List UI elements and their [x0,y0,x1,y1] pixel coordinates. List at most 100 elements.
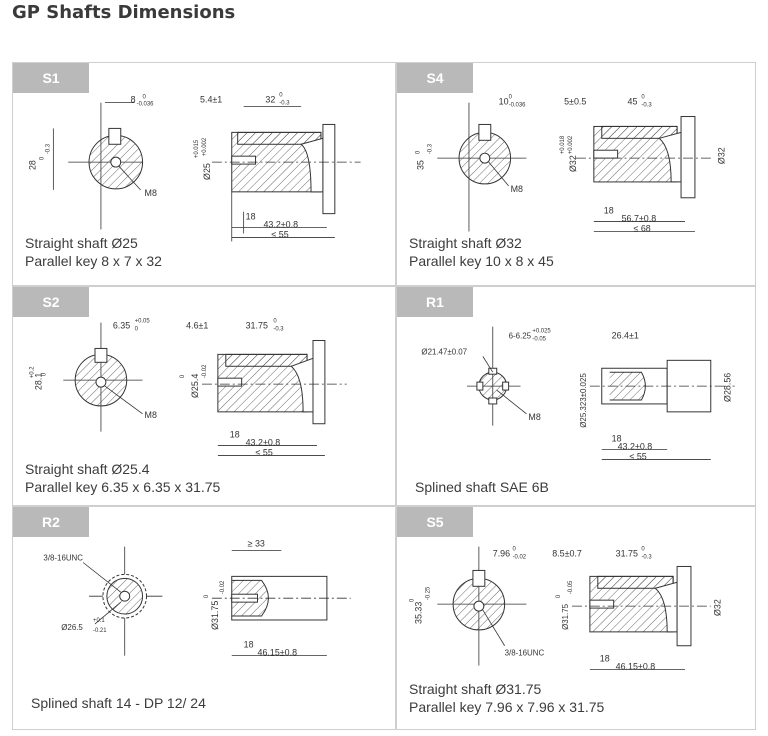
height-label: 28 [28,160,38,170]
diameter-tol: +0.018 [560,135,566,154]
shaft-drawing: M8 10 0 -0.036 35 0 -0.3 5±0.5 45 0 -0.3… [415,95,727,234]
dim-max: ≤ 68 [633,223,650,233]
diameter-label: Ø25 [202,163,212,180]
key-length-label: 31.75 [246,321,268,331]
key-width-tol: +0.05 [135,319,151,325]
thread-label: 3/8-16UNC [43,554,83,563]
thread-label: M8 [511,184,523,194]
spline-od-tol: +0.1 [93,618,105,624]
key-width-tol2: -0.05 [532,337,546,343]
step-label: 4.6±1 [186,321,208,331]
step-label: 5±0.5 [564,97,586,107]
diameter-label: Ø25.4 [190,374,200,398]
diameter-label: Ø31.75 [561,603,570,630]
dim-18: 18 [600,654,610,664]
panel-s4: S4 M8 10 0 -0.036 35 0 -0.3 5±0.5 45 0 -… [396,62,756,286]
dim-18: 18 [604,206,614,216]
dim-length: 43.2±0.8 [618,442,653,452]
panel-r2: R2 3/8-16UNC Ø26.5 +0.1 -0.21 ≥ 33 Ø31.7… [12,506,396,730]
key-width-tol: 0 [143,95,147,101]
key-width-label: 10 [499,97,509,107]
dim-18: 18 [246,212,256,222]
key-width-label: 6.35 [113,321,130,331]
dim-length: 46.15±0.8 [258,648,298,658]
height-tol: 0 [415,150,421,154]
dim-max: ≤ 55 [256,447,273,457]
diameter-tol2: -0.05 [568,580,574,594]
dim-length: 43.2±0.8 [246,438,281,448]
key-length-tol: 0 [273,319,277,325]
diameter-tol2: -0.02 [202,365,208,379]
caption-shaft: Straight shaft Ø31.75 [409,681,542,697]
key-length-tol: 0 [279,93,283,99]
caption-shaft: Straight shaft Ø25 [25,235,138,251]
outer-diameter-label: Ø32 [717,147,727,164]
diameter-tol2: +0.002 [568,136,574,154]
panel-s5: S5 3/8-16UNC 7.96 0 -0.02 35.33 0 -0.25 … [396,506,756,730]
caption-shaft: Straight shaft Ø32 [409,235,522,251]
panel-tab: R1 [397,287,473,317]
key-length-tol: 0 [641,95,645,101]
height-tol2: -0.3 [45,143,51,154]
key-length-label: 32 [265,95,275,105]
dim-18: 18 [612,434,622,444]
diameter-label: Ø32 [568,155,578,172]
min-length-label: ≥ 33 [248,539,265,549]
diameter-tol: 0 [180,374,186,378]
panel-tab: S4 [397,63,473,93]
dim-max: ≤ 55 [630,451,647,461]
diameter-tol: 0 [556,594,562,598]
key-width-tol2: -0.036 [137,102,155,108]
dim-max: ≤ 55 [271,229,288,239]
diameter-tol2: +0.002 [202,138,208,156]
dim-length: 43.2±0.8 [263,220,298,230]
height-label: 35.33 [413,602,423,624]
diameter-tol: 0 [204,594,210,598]
key-width-tol: +0.025 [532,329,551,335]
outer-diameter-label: Ø28.56 [723,373,733,402]
panel-tab: S2 [13,287,89,317]
key-width-tol2: -0.036 [509,103,527,109]
panel-s1: S1 M8 8 0 -0.036 28 0 -0.3 5.4±1 32 0 -0… [12,62,396,286]
panel-tab: R2 [13,507,89,537]
diameter-tol: +0.015 [194,139,200,158]
key-length-label: 31.75 [616,549,638,559]
height-label: 35 [415,160,425,170]
page-title: GP Shafts Dimensions [12,2,236,23]
height-tol2: 0 [41,372,47,376]
key-length-tol2: -0.3 [641,555,652,561]
key-length-tol2: -0.3 [641,103,652,109]
panel-s2: S2 M8 6.35 +0.05 0 28.1 +0.2 0 4.6±1 31.… [12,286,396,506]
key-length-tol: 0 [641,547,645,553]
key-length-label: 45 [628,97,638,107]
shaft-drawing: 3/8-16UNC 7.96 0 -0.02 35.33 0 -0.25 8.5… [409,547,723,672]
key-length-tol2: -0.3 [279,101,290,107]
height-label: 28.1 [33,373,43,390]
caption-key: Parallel key 6.35 x 6.35 x 31.75 [25,479,221,495]
thread-label: 3/8-16UNC [505,649,545,658]
caption-key: Parallel key 7.96 x 7.96 x 31.75 [409,699,605,715]
dim-18: 18 [230,430,240,440]
height-tol2: -0.25 [425,586,431,600]
thread-label: M8 [145,188,157,198]
shaft-drawing: M8 6.35 +0.05 0 28.1 +0.2 0 4.6±1 31.75 … [30,319,347,457]
dim-18: 18 [244,640,254,650]
caption-key: Parallel key 10 x 8 x 45 [409,253,554,269]
outer-diameter-label: Ø32 [713,599,723,616]
thread-label: M8 [145,410,157,420]
shaft-drawing: M8 8 0 -0.036 28 0 -0.3 5.4±1 32 0 -0.3 … [28,93,361,242]
key-width-tol: 0 [513,547,517,553]
spline-od-label: Ø21.47±0.07 [421,347,467,356]
caption-key: Parallel key 8 x 7 x 32 [25,253,162,269]
panel-r1: R1 Ø21.47±0.07 6-6.25 +0.025 -0.05 M8 26… [396,286,756,506]
diameter-tol2: -0.02 [220,581,226,595]
panel-tab: S5 [397,507,473,537]
panel-tab: S1 [13,63,89,93]
dim-length: 46.15±0.8 [616,662,656,672]
diameter-label: Ø31.75 [210,601,220,630]
spline-od-tol2: -0.21 [93,628,107,634]
caption-shaft: Straight shaft Ø25.4 [25,461,150,477]
shaft-drawing: Ø21.47±0.07 6-6.25 +0.025 -0.05 M8 26.4±… [421,326,735,461]
height-tol: 0 [409,598,415,602]
height-tol2: -0.3 [427,143,433,154]
